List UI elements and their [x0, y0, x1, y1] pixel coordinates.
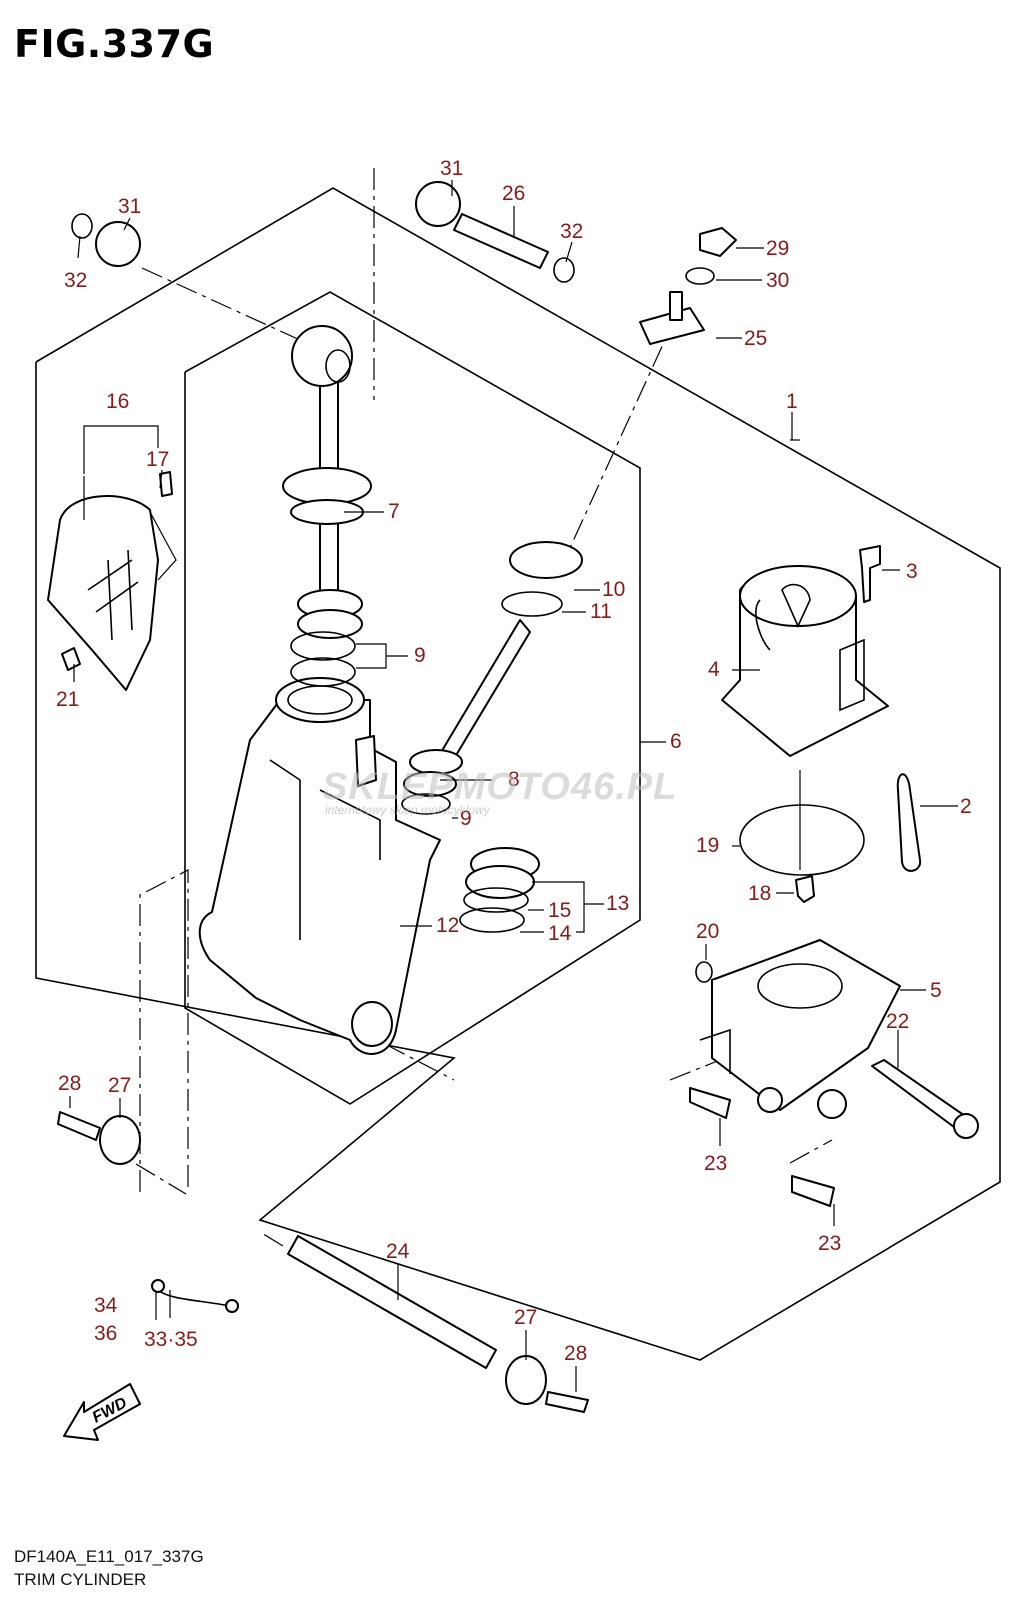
- callout-23a: 23: [704, 1152, 727, 1175]
- callout-4: 4: [708, 658, 720, 681]
- inner-cylinder-box: [184, 291, 641, 1105]
- callout-28b: 28: [564, 1342, 587, 1365]
- bolt-3: [859, 545, 881, 603]
- pin-dash-line: [139, 869, 189, 1192]
- callout-19: 19: [696, 834, 719, 857]
- callout-29: 29: [766, 237, 789, 260]
- figure-name: TRIM CYLINDER: [14, 1570, 147, 1589]
- piston-set: [459, 847, 540, 933]
- callout-17: 17: [146, 448, 169, 471]
- bolt-axis-2: [789, 1139, 833, 1164]
- lower-pin-axis-2: [259, 1231, 284, 1247]
- bushing-27b: [505, 1355, 547, 1405]
- bolt-28a: [57, 1111, 101, 1141]
- filter-18: [795, 875, 815, 903]
- bushing-27a: [99, 1115, 141, 1165]
- bolt-21: [61, 647, 81, 671]
- fwd-arrow: FWD: [63, 1383, 141, 1441]
- figure-title: FIG.337G: [14, 22, 215, 66]
- callout-15: 15: [548, 899, 571, 922]
- valve-and-tube: [401, 541, 583, 815]
- callout-31b: 31: [118, 195, 141, 218]
- bolt-23b: [791, 1175, 835, 1207]
- callout-32b: 32: [64, 269, 87, 292]
- callout-3: 3: [906, 560, 918, 583]
- callout-30: 30: [766, 269, 789, 292]
- pin-axis-line: [141, 267, 301, 341]
- pump-housing: [699, 939, 901, 1119]
- callout-10: 10: [602, 578, 625, 601]
- pin-24: [287, 1235, 497, 1369]
- wire-terminal-a: [151, 1279, 165, 1293]
- callout-21: 21: [56, 688, 79, 711]
- callout-12: 12: [436, 914, 459, 937]
- cover-16: [47, 471, 173, 691]
- callout-7: 7: [388, 500, 400, 523]
- callout-27a: 27: [108, 1074, 131, 1097]
- callouts: 1 2 3 4 5 6 7 8 9 9 10 11 12 13 14 15 16…: [56, 157, 972, 1365]
- cylinder-body: [198, 677, 441, 1055]
- callout-36: 36: [94, 1322, 117, 1345]
- piston-rod: [282, 325, 372, 687]
- callout-24: 24: [386, 1240, 410, 1263]
- callout-26: 26: [502, 182, 525, 205]
- callout-32a: 32: [560, 220, 583, 243]
- o-ring-19: [739, 804, 865, 876]
- lower-pin-axis: [384, 1043, 455, 1081]
- ground-wire: [157, 1289, 231, 1307]
- callout-33-35: 33·35: [144, 1328, 198, 1351]
- bolt-22: [871, 1059, 969, 1131]
- figure-code: DF140A_E11_017_337G: [14, 1547, 204, 1566]
- callout-28a: 28: [58, 1072, 81, 1095]
- callout-23b: 23: [818, 1232, 841, 1255]
- callout-leaders: [69, 180, 958, 1392]
- bolt-28b: [545, 1391, 589, 1413]
- outer-assembly-box: [35, 187, 1001, 1361]
- pin-axis-27: [135, 1163, 187, 1195]
- callout-27b: 27: [514, 1306, 537, 1329]
- callout-31a: 31: [440, 157, 463, 180]
- callout-16: 16: [106, 390, 129, 413]
- wire-terminal-b: [225, 1299, 239, 1313]
- callout-9a: 9: [414, 644, 426, 667]
- bolt-22-head: [953, 1113, 979, 1139]
- callout-5: 5: [930, 979, 942, 1002]
- callout-13: 13: [606, 892, 629, 915]
- callout-18: 18: [748, 882, 771, 905]
- callout-20: 20: [696, 920, 719, 943]
- callout-9b: 9: [460, 807, 472, 830]
- strap-2: [896, 773, 922, 872]
- callout-11: 11: [590, 600, 612, 623]
- bracket-25-29-30: [639, 227, 737, 345]
- callout-1: 1: [786, 390, 798, 413]
- callout-22: 22: [886, 1010, 909, 1033]
- callout-2: 2: [960, 795, 972, 818]
- callout-8: 8: [508, 768, 520, 791]
- bolt-23a: [689, 1087, 731, 1119]
- callout-6: 6: [670, 730, 682, 753]
- callout-34: 34: [94, 1294, 118, 1317]
- upper-pin-set: [71, 181, 575, 283]
- o-ring-20: [695, 961, 713, 983]
- valve-axis-line: [557, 339, 666, 575]
- callout-25: 25: [744, 327, 767, 350]
- callout-14: 14: [548, 922, 572, 945]
- bolt-axis-1: [669, 1059, 721, 1081]
- trim-motor: [721, 565, 889, 870]
